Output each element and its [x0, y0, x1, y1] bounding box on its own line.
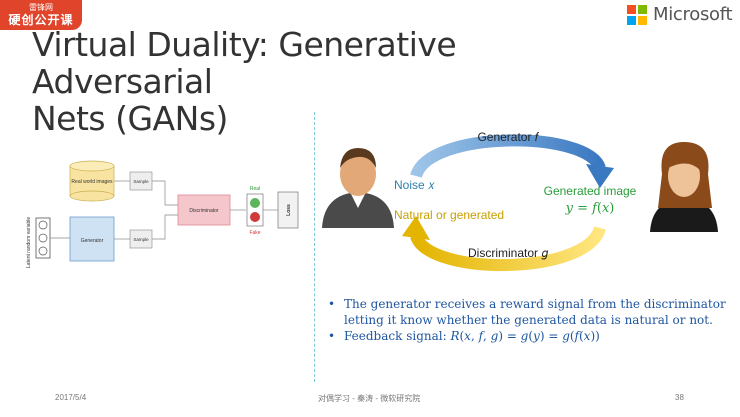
woman-avatar-icon — [650, 142, 718, 232]
microsoft-squares-icon — [627, 4, 647, 25]
footer-date: 2017/5/4 — [55, 393, 87, 402]
man-avatar-icon — [322, 148, 394, 228]
bullet-item: •Feedback signal: 𝑅(𝑥, 𝑓, 𝑔) = 𝑔(𝑦) = 𝑔(… — [328, 329, 600, 343]
slide-title: Virtual Duality: Generative Adversarial … — [32, 26, 632, 137]
real-world-label: Real world images — [71, 179, 113, 185]
discriminator-label: Discriminator — [189, 208, 219, 214]
fake-label: Fake — [249, 230, 260, 236]
gan-duality-diagram: Generator 𝑓 Noise 𝑥 Generated image 𝑦 = … — [322, 130, 718, 271]
generated-image-label: Generated image — [544, 184, 637, 198]
latent-label: Latent random variable — [26, 217, 32, 268]
loss-box — [277, 191, 299, 229]
brand-name: Microsoft — [653, 4, 733, 25]
bullet-item: •The generator receives a reward signal … — [328, 297, 726, 327]
section-divider — [314, 112, 315, 382]
page-number: 38 — [675, 393, 684, 402]
generator-label: Generator — [81, 238, 104, 244]
fake-indicator-icon — [250, 212, 260, 222]
watermark-line1: 雷锋网 — [29, 3, 53, 12]
bullet-list: •The generator receives a reward signal … — [326, 296, 726, 344]
generator-arrow-icon — [410, 134, 606, 179]
title-line1: Virtual Duality: Generative Adversarial — [32, 25, 457, 101]
footer-caption: 对偶学习 - 秦涛 - 微软研究院 — [318, 394, 421, 403]
generator-f-label: Generator 𝑓 — [477, 130, 539, 144]
watermark-line2: 硬创公开课 — [8, 13, 74, 27]
real-label: Real — [250, 186, 260, 192]
real-indicator-icon — [250, 198, 260, 208]
watermark-badge: 雷锋网 硬创公开课 — [0, 0, 82, 30]
natural-or-generated-label: Natural or generated — [394, 208, 504, 222]
discriminator-g-label: Discriminator 𝑔 — [468, 246, 548, 260]
gan-architecture-diagram: Latent random variable Real world images… — [26, 160, 299, 268]
noise-x-label: Noise 𝑥 — [394, 178, 435, 192]
generator-box — [69, 216, 115, 262]
microsoft-logo: Microsoft — [627, 4, 733, 25]
generated-equation: 𝑦 = 𝑓(𝑥) — [565, 201, 615, 216]
real-world-images-icon — [69, 160, 115, 202]
loss-label: Loss — [286, 204, 292, 216]
sample-bottom-label: Sample — [133, 237, 149, 242]
sample-top-label: Sample — [133, 179, 149, 184]
discriminator-box — [177, 194, 231, 226]
discriminator-arrow-icon — [410, 225, 606, 271]
latent-node-icon — [38, 220, 48, 230]
title-line2: Nets (GANs) — [32, 99, 228, 138]
